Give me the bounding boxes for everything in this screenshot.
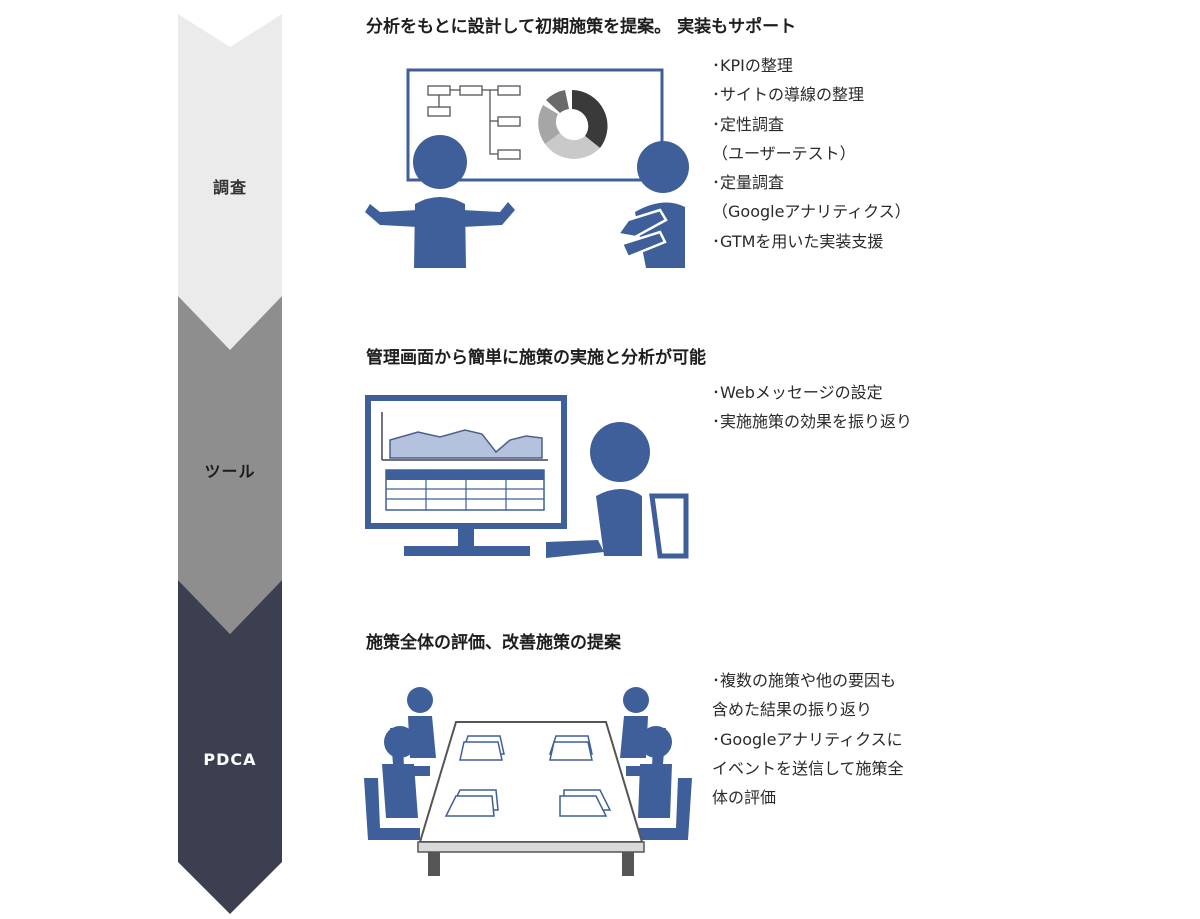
meeting-table <box>417 721 645 876</box>
list-item: ･実施施策の効果を振り返り <box>712 412 913 432</box>
list-item: ･Googleアナリティクスに <box>712 729 903 749</box>
presenter-person <box>365 135 515 268</box>
tool-bullets: ･Webメッセージの設定 ･実施施策の効果を振り返り <box>712 378 912 437</box>
research-heading: 分析をもとに設計して初期施策を提案。 実装もサポート <box>366 17 797 37</box>
list-item: イベントを送信して施策全 <box>712 758 904 778</box>
list-item: （ユーザーテスト） <box>712 143 856 163</box>
donut-chart <box>538 90 608 159</box>
list-item: 体の評価 <box>712 788 777 808</box>
pdca-heading: 施策全体の評価、改善施策の提案 <box>366 633 621 653</box>
presentation-illustration <box>365 68 689 268</box>
attendees-left <box>364 687 436 840</box>
research-bullets: ･KPIの整理 ･サイトの導線の整理 ･定性調査 （ユーザーテスト） ･定量調査… <box>712 51 911 256</box>
listener-person <box>615 141 689 268</box>
list-item: ･サイトの導線の整理 <box>712 85 865 105</box>
tool-heading: 管理画面から簡単に施策の実施と分析が可能 <box>366 348 706 368</box>
list-item: 含めた結果の振り返り <box>712 700 873 720</box>
stage-label-research: 調査 <box>212 178 247 197</box>
arrow-segment-tool <box>178 296 282 634</box>
list-item: ･複数の施策や他の要因も <box>712 671 897 690</box>
operator-person <box>546 422 689 559</box>
arrow-segment-pdca <box>178 580 282 914</box>
list-item: ･Webメッセージの設定 <box>712 383 883 402</box>
list-item: ･GTMを用いた実装支援 <box>712 231 884 251</box>
monitor <box>365 395 567 556</box>
stage-label-pdca: PDCA <box>203 750 257 769</box>
meeting-illustration <box>364 687 692 876</box>
documents <box>444 735 612 817</box>
attendees-right <box>620 687 692 840</box>
stage-label-tool: ツール <box>204 462 256 481</box>
list-item: ･定量調査 <box>712 173 785 193</box>
list-item: （Googleアナリティクス） <box>712 202 911 222</box>
arrow-segment-research <box>178 14 282 350</box>
dashboard-illustration <box>365 395 689 559</box>
pdca-bullets: ･複数の施策や他の要因も 含めた結果の振り返り ･Googleアナリティクスに … <box>712 666 904 812</box>
list-item: ･KPIの整理 <box>712 56 793 75</box>
list-item: ･定性調査 <box>712 114 785 134</box>
